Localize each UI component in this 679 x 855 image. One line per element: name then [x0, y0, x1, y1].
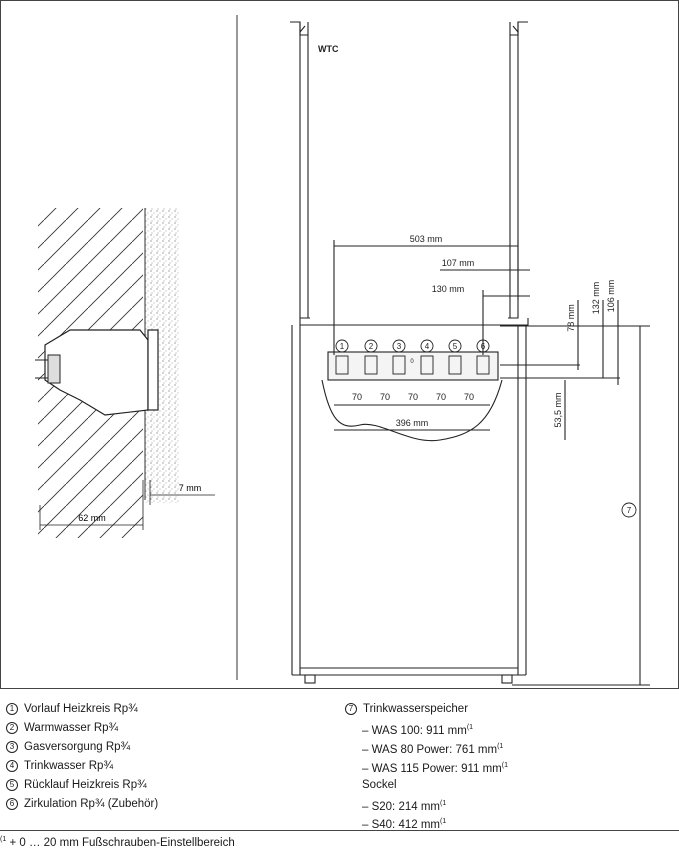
dim-53-5mm: 53,5 mm: [553, 392, 563, 427]
spacing-70-5: 70: [464, 392, 474, 402]
dim-106mm: 106 mm: [606, 280, 616, 313]
circle-label-2: 2: [369, 342, 374, 351]
dim-78mm: 78 mm: [566, 304, 576, 332]
spacing-70-4: 70: [436, 392, 446, 402]
circle-label-4: 4: [425, 342, 430, 351]
was100-line: – WAS 100: 911 mm(1: [362, 724, 474, 737]
dim-107mm: 107 mm: [442, 258, 475, 268]
installation-drawing: 7 mm 62 mm: [0, 0, 679, 689]
wall-section-detail: 7 mm 62 mm: [35, 208, 215, 538]
unit-front-view: [290, 21, 650, 686]
dim-62mm: 62 mm: [78, 513, 106, 523]
connection-circles: [335, 339, 637, 518]
s40-line: – S40: 412 mm(1: [362, 818, 447, 831]
circle-label-3: 3: [397, 342, 402, 351]
small-zero-label: 0: [410, 359, 414, 365]
spacing-70-1: 70: [352, 392, 362, 402]
dim-503mm: 503 mm: [410, 234, 443, 244]
dim-7mm: 7 mm: [179, 483, 202, 493]
s20-line: – S20: 214 mm(1: [362, 800, 447, 813]
circle-label-5: 5: [453, 342, 458, 351]
footnote-rule: [0, 830, 679, 831]
footnote: (1 + 0 … 20 mm Fußschrauben-Einstellbere…: [0, 836, 235, 849]
dim-396mm: 396 mm: [396, 418, 429, 428]
unit-label-wtc: WTC: [318, 44, 339, 54]
circle-label-1: 1: [340, 342, 345, 351]
dim-132mm: 132 mm: [591, 282, 601, 315]
dim-130mm: 130 mm: [432, 284, 465, 294]
spacing-70-2: 70: [380, 392, 390, 402]
was80-line: – WAS 80 Power: 761 mm(1: [362, 743, 504, 756]
circle-label-7: 7: [627, 506, 632, 515]
sockel-title: Sockel: [362, 779, 397, 791]
spacing-70-3: 70: [408, 392, 418, 402]
was115-line: – WAS 115 Power: 911 mm(1: [362, 762, 508, 775]
circle-label-6: 6: [481, 342, 486, 351]
